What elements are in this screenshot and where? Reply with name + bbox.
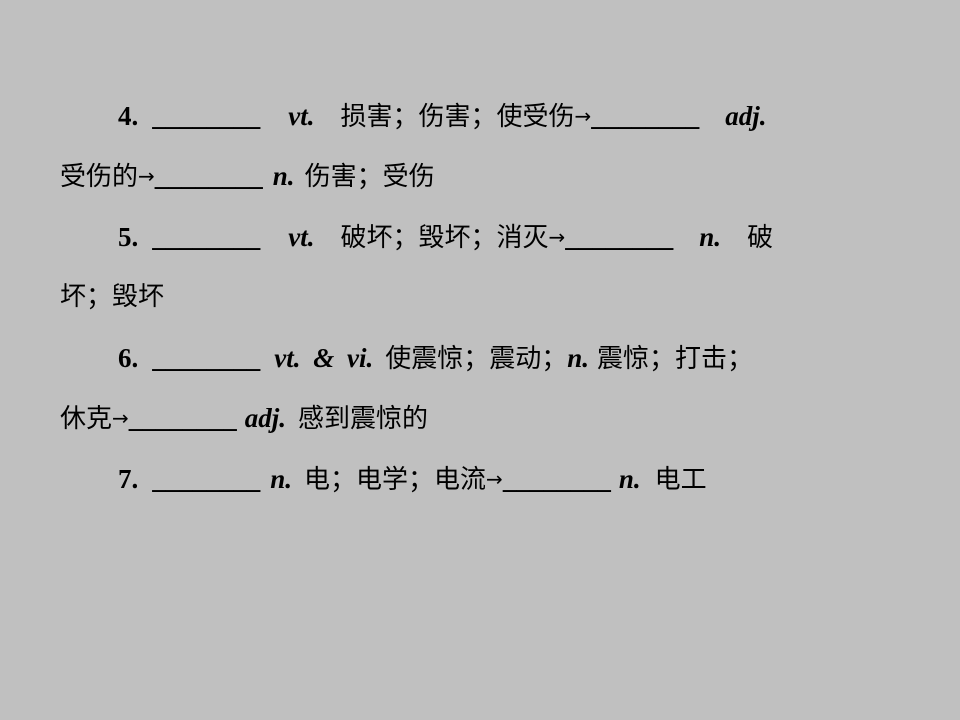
part-of-speech: vt. [288, 101, 315, 131]
meaning: 震惊；打击； [597, 344, 754, 374]
meaning: 休克 [60, 404, 113, 434]
arrow-icon: → [112, 406, 129, 430]
item-dot: . [131, 101, 139, 131]
meaning: 伤害；受伤 [304, 162, 435, 192]
part-of-speech: n. [699, 222, 722, 252]
part-of-speech: n. [567, 343, 590, 373]
item-7-line-1: 7.________n.电；电学；电流→________n.电工 [118, 461, 707, 497]
answer-blank[interactable]: ________ [565, 222, 674, 252]
meaning: 使震惊；震动； [385, 344, 568, 374]
item-dot: . [131, 464, 139, 494]
answer-blank[interactable]: ________ [152, 464, 261, 494]
item-number: 5 [118, 222, 132, 252]
answer-blank[interactable]: ________ [152, 343, 261, 373]
item-dot: . [131, 222, 139, 252]
answer-blank[interactable]: ________ [152, 101, 261, 131]
item-6-line-1: 6. ________ vt. & vi. 使震惊；震动；n.震惊；打击； [118, 340, 753, 376]
arrow-icon: → [574, 104, 592, 128]
meaning: 坏；毁坏 [60, 282, 165, 312]
item-dot: . [131, 343, 139, 373]
meaning: 破 [747, 223, 774, 253]
item-5-line-1: 5.________vt.破坏；毁坏；消灭→________n.破 [118, 219, 773, 255]
item-number: 4 [118, 101, 132, 131]
answer-blank[interactable]: ________ [502, 464, 611, 494]
item-5-line-2: 坏；毁坏 [60, 279, 164, 315]
part-of-speech: vt. [288, 222, 315, 252]
arrow-icon: → [486, 467, 503, 491]
meaning: 破坏；毁坏；消灭 [340, 223, 549, 253]
item-number: 7 [118, 464, 132, 494]
part-of-speech: n. [270, 464, 293, 494]
answer-blank[interactable]: ________ [154, 161, 263, 191]
meaning: 电工 [654, 465, 707, 495]
answer-blank[interactable]: ________ [591, 101, 700, 131]
arrow-icon: → [548, 225, 566, 249]
meaning: 感到震惊的 [298, 404, 429, 434]
part-of-speech: n. [618, 464, 641, 494]
answer-blank[interactable]: ________ [152, 222, 261, 252]
item-4-line-2: 受伤的→________ n. 伤害；受伤 [60, 158, 435, 194]
item-number: 6 [118, 343, 132, 373]
part-of-speech: vt. & vi. [274, 343, 374, 373]
item-4-line-1: 4.________vt.损害；伤害；使受伤→________adj. [118, 98, 767, 134]
part-of-speech: n. [272, 161, 295, 191]
part-of-speech: adj. [244, 403, 287, 433]
meaning: 损害；伤害；使受伤 [340, 102, 575, 132]
meaning: 受伤的 [60, 162, 139, 192]
item-6-line-2: 休克→________adj. 感到震惊的 [60, 400, 428, 436]
arrow-icon: → [138, 164, 155, 188]
answer-blank[interactable]: ________ [128, 403, 237, 433]
meaning: 电；电学；电流 [304, 465, 487, 495]
part-of-speech: adj. [725, 101, 767, 131]
